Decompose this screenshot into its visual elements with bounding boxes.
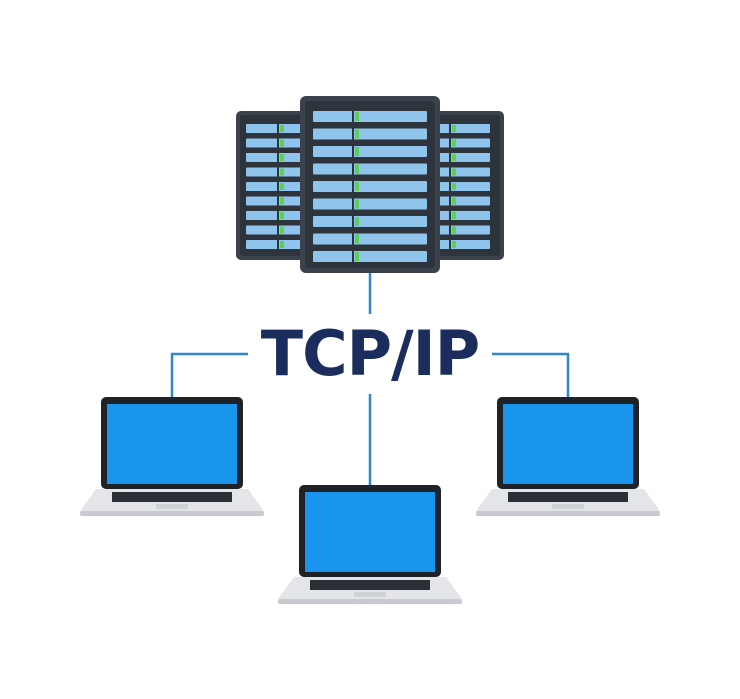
server-right-led bbox=[452, 226, 456, 234]
server-right-slot bbox=[434, 167, 490, 177]
server-right-led bbox=[452, 125, 456, 132]
server-left-slot bbox=[246, 167, 302, 177]
laptop-center-icon bbox=[278, 485, 462, 604]
server-left-slot bbox=[246, 225, 302, 235]
server-left-led bbox=[280, 168, 284, 176]
server-left-slot-divider bbox=[277, 240, 279, 249]
server-left-led bbox=[280, 125, 284, 132]
link-server-laptop-left bbox=[170, 352, 268, 398]
server-right-led bbox=[452, 154, 456, 161]
server-right-slot bbox=[434, 153, 490, 162]
server-right-led bbox=[452, 183, 456, 190]
laptop-right-icon bbox=[476, 397, 660, 516]
server-left-slot-divider bbox=[277, 167, 279, 177]
protocol-label: TCP/IP bbox=[248, 314, 492, 394]
server-center-led bbox=[355, 234, 359, 244]
server-right-slot-divider bbox=[449, 153, 451, 162]
server-left-slot-divider bbox=[277, 124, 279, 133]
server-center-led bbox=[355, 129, 359, 139]
server-right-slot bbox=[434, 225, 490, 235]
server-center-slot bbox=[313, 128, 427, 140]
server-left-slot bbox=[246, 182, 302, 191]
server-left-slot bbox=[246, 240, 302, 249]
server-right-led bbox=[452, 139, 456, 147]
server-center-slot-divider bbox=[352, 128, 354, 140]
server-left-slot-divider bbox=[277, 225, 279, 235]
server-center-slot bbox=[313, 146, 427, 157]
server-left-slot bbox=[246, 211, 302, 220]
server-center-led bbox=[355, 147, 359, 156]
server-center-slot bbox=[313, 181, 427, 192]
server-left-led bbox=[280, 197, 284, 205]
link-server-laptop-right bbox=[472, 352, 570, 398]
server-right-slot bbox=[434, 182, 490, 191]
server-right-led bbox=[452, 168, 456, 176]
server-center-slot bbox=[313, 111, 427, 122]
server-center-led bbox=[355, 112, 359, 121]
server-right-slot bbox=[434, 196, 490, 206]
server-right-led bbox=[452, 212, 456, 219]
server-left-slot bbox=[246, 124, 302, 133]
server-center-slot-divider bbox=[352, 181, 354, 192]
server-right-slot-divider bbox=[449, 124, 451, 133]
server-left-unit bbox=[236, 111, 316, 260]
server-left-slot-divider bbox=[277, 196, 279, 206]
server-right-unit bbox=[424, 111, 504, 260]
server-right-slot-divider bbox=[449, 182, 451, 191]
server-right-slot-divider bbox=[449, 167, 451, 177]
server-center-slot-divider bbox=[352, 163, 354, 175]
server-center-slot bbox=[313, 233, 427, 245]
server-right-slot-divider bbox=[449, 211, 451, 220]
server-center-slot-divider bbox=[352, 251, 354, 262]
server-right-slot-divider bbox=[449, 138, 451, 148]
server-center-led bbox=[355, 199, 359, 209]
server-right-slot-divider bbox=[449, 225, 451, 235]
server-center-slot-divider bbox=[352, 146, 354, 157]
server-center-slot bbox=[313, 216, 427, 227]
server-right-slot bbox=[434, 211, 490, 220]
server-left-slot-divider bbox=[277, 211, 279, 220]
server-left-slot bbox=[246, 138, 302, 148]
server-right-slot-divider bbox=[449, 196, 451, 206]
server-right-led bbox=[452, 197, 456, 205]
laptop-left-icon bbox=[80, 397, 264, 516]
server-center-led bbox=[355, 182, 359, 191]
server-center-unit bbox=[300, 96, 440, 273]
server-center-slot bbox=[313, 198, 427, 210]
server-right-slot bbox=[434, 124, 490, 133]
server-left-slot bbox=[246, 196, 302, 206]
server-center-led bbox=[355, 217, 359, 226]
server-center-slot-divider bbox=[352, 233, 354, 245]
server-right-slot-divider bbox=[449, 240, 451, 249]
server-left-led bbox=[280, 139, 284, 147]
server-left-led bbox=[280, 183, 284, 190]
server-left-led bbox=[280, 212, 284, 219]
server-left-slot-divider bbox=[277, 153, 279, 162]
server-center-slot-divider bbox=[352, 111, 354, 122]
server-left-slot bbox=[246, 153, 302, 162]
server-center-slot-divider bbox=[352, 216, 354, 227]
server-right-slot bbox=[434, 240, 490, 249]
server-left-slot-divider bbox=[277, 138, 279, 148]
server-left-slot-divider bbox=[277, 182, 279, 191]
server-center-slot-divider bbox=[352, 198, 354, 210]
server-right-slot bbox=[434, 138, 490, 148]
server-right-led bbox=[452, 241, 456, 248]
server-center-slot bbox=[313, 251, 427, 262]
server-center-led bbox=[355, 252, 359, 261]
server-left-led bbox=[280, 226, 284, 234]
server-center-slot bbox=[313, 163, 427, 175]
server-left-led bbox=[280, 154, 284, 161]
server-left-led bbox=[280, 241, 284, 248]
server-rack-icon bbox=[236, 96, 504, 273]
server-center-led bbox=[355, 164, 359, 174]
